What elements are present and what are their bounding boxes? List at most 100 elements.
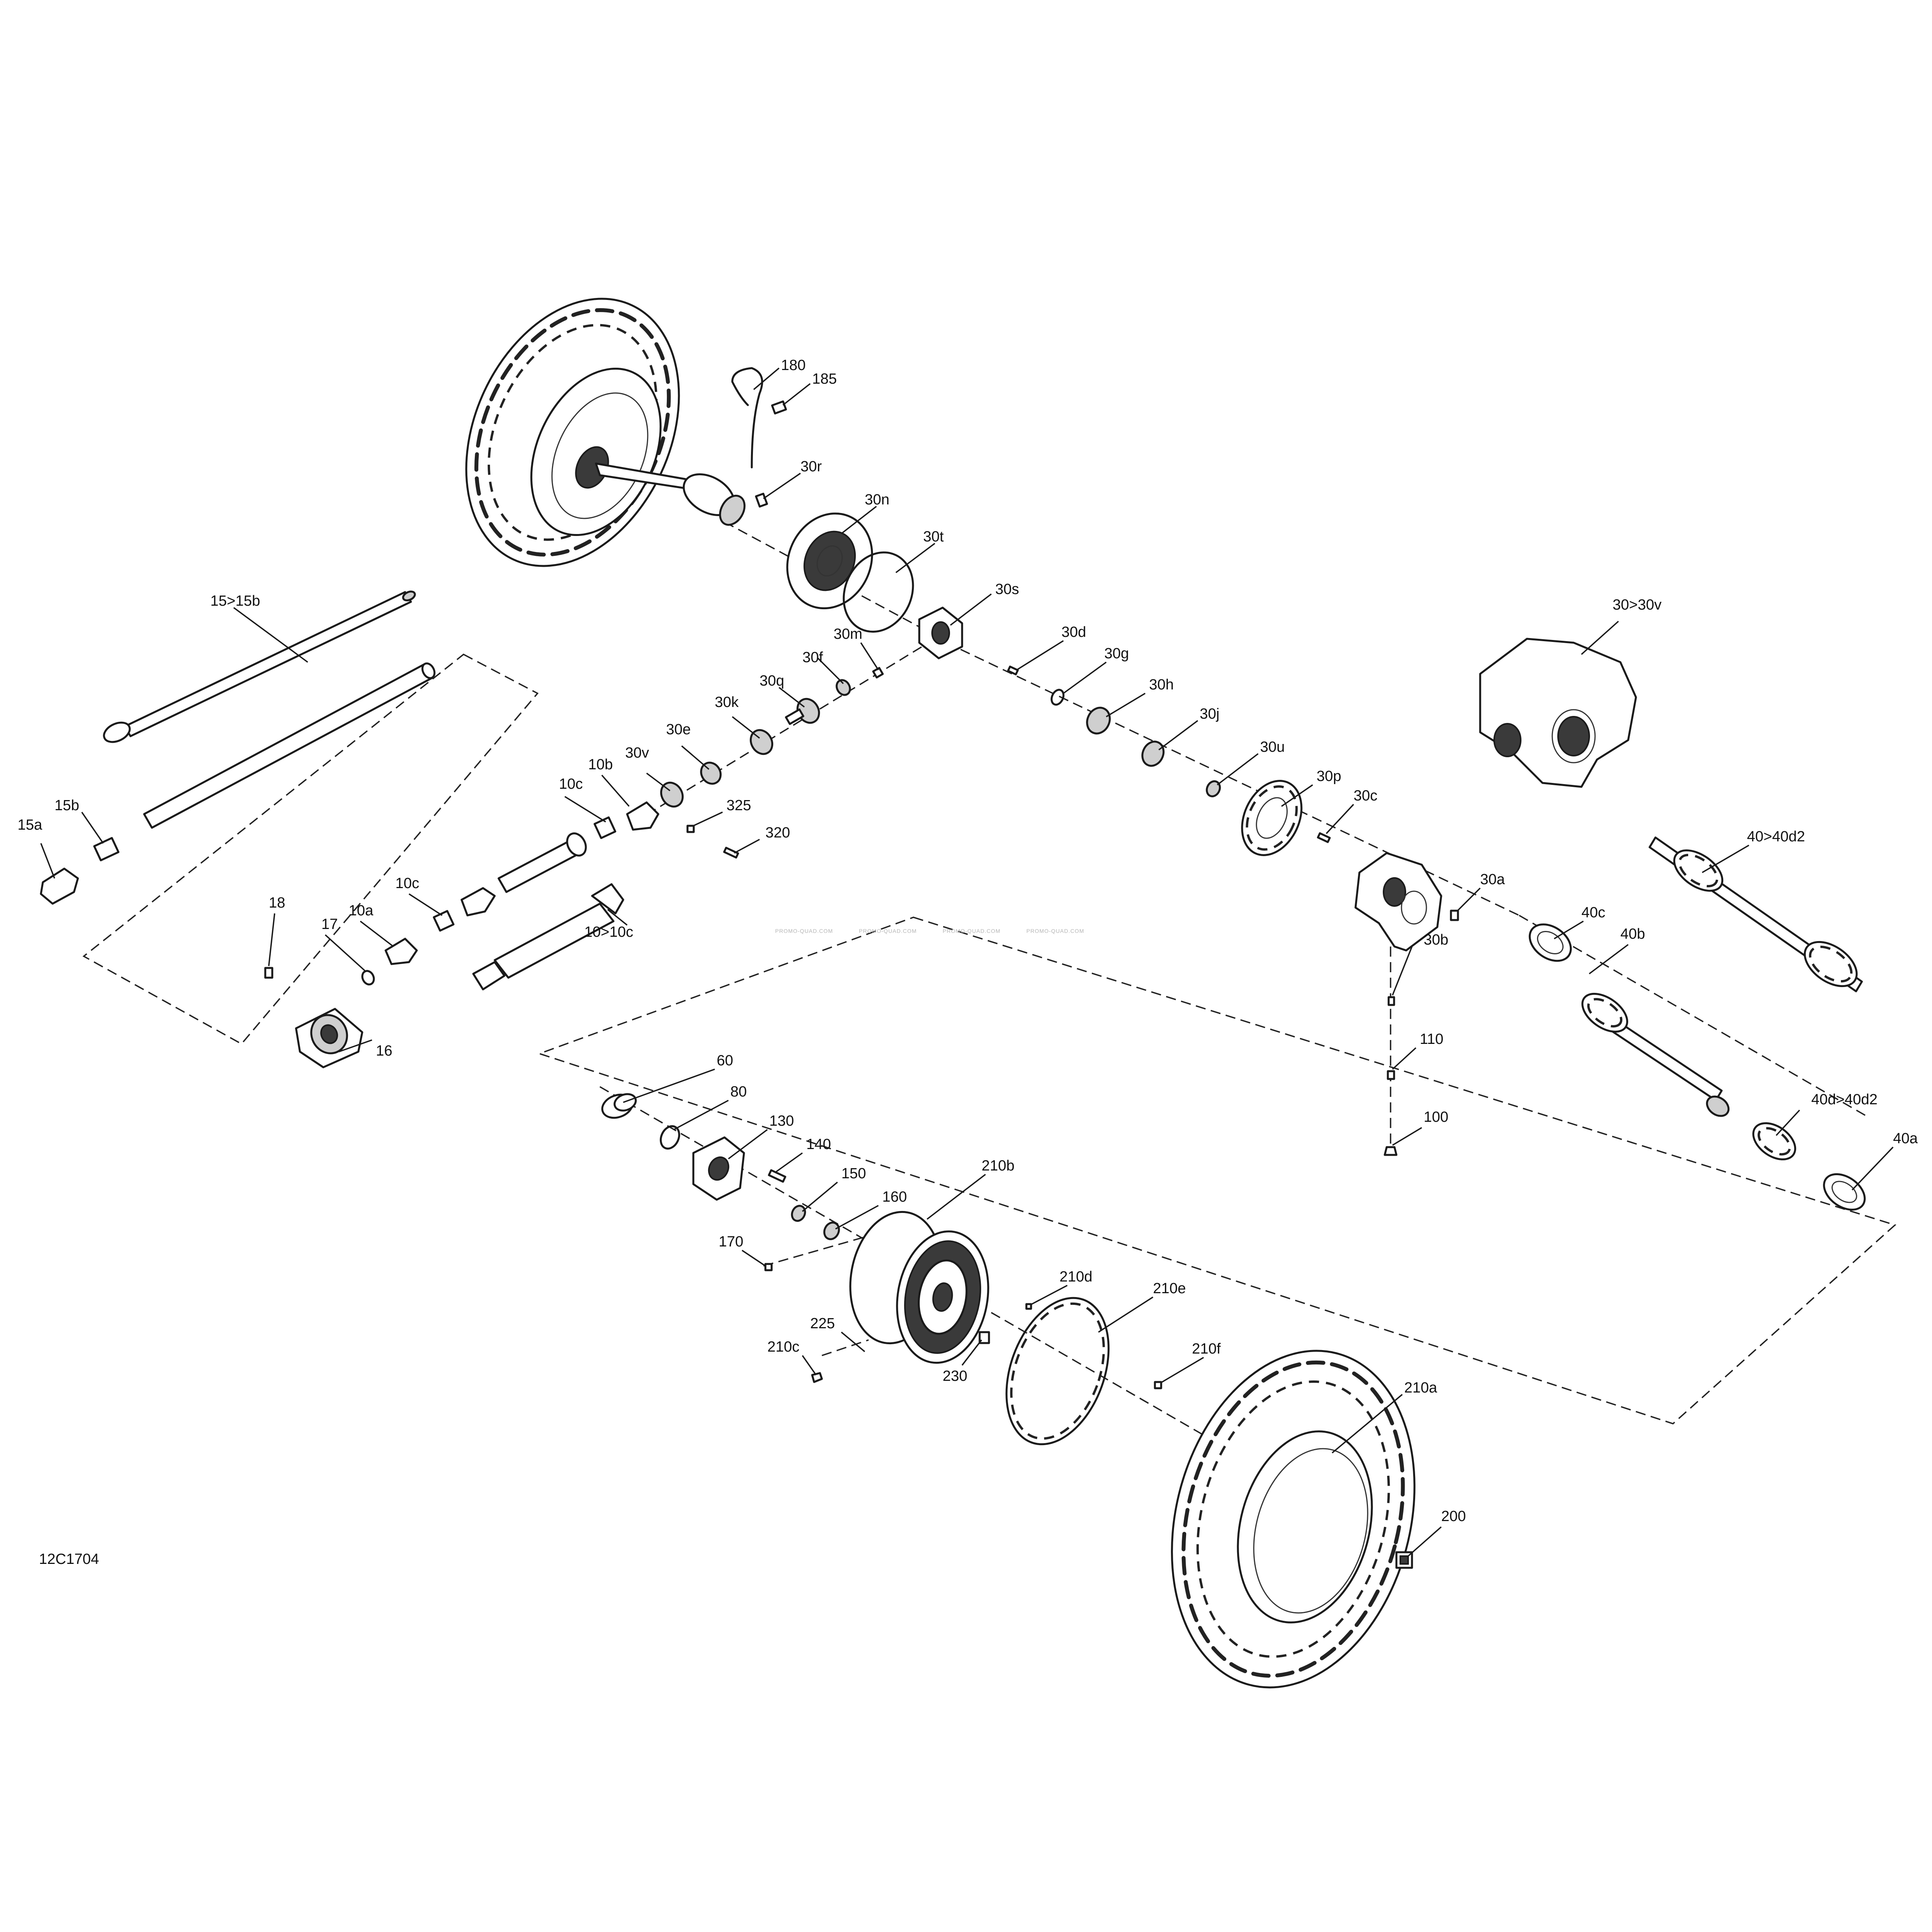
propshaft-group-outline <box>82 653 539 1045</box>
propshaft-tube <box>143 662 436 829</box>
diagram-reference-code: 12C1704 <box>39 1551 99 1567</box>
callout-230: 230 <box>943 1368 967 1384</box>
bearing-30h <box>1086 707 1111 735</box>
front-differential-assembly <box>1479 638 1637 788</box>
differential-carrier <box>918 606 963 659</box>
wheel-rim-210b <box>849 1211 989 1364</box>
callout-30s: 30s <box>995 581 1019 598</box>
shim-30u <box>1206 780 1221 797</box>
cv-joint-40c <box>1528 923 1572 962</box>
callout-15b: 15b <box>55 797 79 814</box>
screw-320 <box>723 846 739 859</box>
callout-185: 185 <box>812 371 837 387</box>
callout-200: 200 <box>1441 1508 1466 1525</box>
input-axis-line <box>635 638 935 823</box>
plug-30a <box>1450 910 1459 921</box>
callout-180: 180 <box>781 357 806 374</box>
cv-boot-shaft-40b <box>1581 992 1730 1117</box>
tire-210a <box>1171 1350 1416 1689</box>
brake-line-hose <box>731 367 763 469</box>
u-joint-10c-top <box>593 816 617 839</box>
callout-30f: 30f <box>802 649 823 666</box>
callout-60: 60 <box>717 1052 733 1069</box>
callout-30-30v: 30>30v <box>1613 597 1662 613</box>
callout-150: 150 <box>841 1165 866 1182</box>
callout-110: 110 <box>1420 1031 1444 1047</box>
callout-40b: 40b <box>1620 926 1645 942</box>
leader-lines <box>40 367 1894 1557</box>
snap-ring-17 <box>361 970 375 985</box>
hub-wheel-group-outline <box>537 917 1897 1424</box>
callout-30m: 30m <box>834 626 862 642</box>
pin-30m <box>872 667 884 679</box>
seal-30e <box>700 762 722 785</box>
grease-fitting <box>264 967 273 979</box>
lug-axis-line <box>821 1339 869 1356</box>
callout-30b: 30b <box>1424 932 1448 948</box>
callout-140: 140 <box>806 1136 831 1153</box>
watermark-text: PROMO-QUAD.COM <box>859 928 917 934</box>
callout-320: 320 <box>765 825 790 841</box>
driveshaft-10 <box>472 883 624 991</box>
washer-30f <box>836 679 851 696</box>
callout-225: 225 <box>810 1315 835 1332</box>
diff-axis-line <box>946 642 1520 916</box>
callout-30k: 30k <box>715 694 739 710</box>
yoke-15a <box>40 867 79 905</box>
callout-100: 100 <box>1424 1109 1448 1125</box>
watermark-text: PROMO-QUAD.COM <box>943 928 1001 934</box>
beadlock-ring-210e <box>1005 1297 1110 1445</box>
callout-10b: 10b <box>588 756 613 773</box>
callout-10c-mid: 10c <box>395 875 419 892</box>
o-ring-seal <box>843 551 914 633</box>
bolt-210c <box>811 1372 823 1383</box>
drive-axle-40 <box>1648 836 1863 992</box>
callout-10a: 10a <box>349 903 374 919</box>
cv-joint-40a <box>1823 1173 1866 1211</box>
callout-30d: 30d <box>1061 624 1086 640</box>
callout-210d: 210d <box>1059 1269 1093 1285</box>
bleeder-screw <box>755 492 768 508</box>
screw-110 <box>1387 1070 1395 1080</box>
callout-30e: 30e <box>666 721 691 738</box>
cotter-pin-170 <box>764 1263 773 1271</box>
callout-170: 170 <box>719 1234 743 1250</box>
hose-clip <box>771 400 787 414</box>
seal-30j <box>1141 740 1165 767</box>
center-bearing-support <box>295 1008 363 1068</box>
propshaft-15 <box>103 591 416 743</box>
callout-30g: 30g <box>1104 645 1129 662</box>
watermark-text: PROMO-QUAD.COM <box>775 928 833 934</box>
bolt-100 <box>1384 1146 1398 1156</box>
callout-325: 325 <box>726 797 751 814</box>
watermark-text: PROMO-QUAD.COM <box>1026 928 1084 934</box>
callout-17: 17 <box>321 916 338 933</box>
callout-30p: 30p <box>1317 768 1341 784</box>
pin-30d <box>1007 665 1019 675</box>
callout-30q: 30q <box>760 673 784 689</box>
callout-40d-40d2: 40d>40d2 <box>1811 1091 1877 1108</box>
yoke-10b <box>626 801 659 831</box>
pinion-gear-30q <box>785 698 820 725</box>
callout-18: 18 <box>269 895 285 911</box>
differential-housing <box>1354 852 1442 952</box>
screw-30b <box>1387 996 1395 1006</box>
ring-gear <box>1241 780 1303 856</box>
callout-30u: 30u <box>1260 739 1285 755</box>
callout-30t: 30t <box>923 529 944 545</box>
callout-30h: 30h <box>1149 677 1174 693</box>
u-joint-15b <box>93 837 120 862</box>
yoke-10a <box>384 938 418 965</box>
axle-axis-line <box>1519 915 1870 1119</box>
snap-ring-30g <box>1051 689 1065 706</box>
washer-150 <box>791 1205 806 1222</box>
callout-80: 80 <box>730 1084 747 1100</box>
callout-210e: 210e <box>1153 1280 1186 1297</box>
callout-30c: 30c <box>1354 788 1377 804</box>
fastener-axis-line <box>763 1234 873 1267</box>
callout-40c: 40c <box>1581 904 1605 921</box>
callout-40-40d2: 40>40d2 <box>1747 829 1805 845</box>
screw-210d <box>1025 1303 1032 1310</box>
callout-15-15b: 15>15b <box>210 593 260 609</box>
